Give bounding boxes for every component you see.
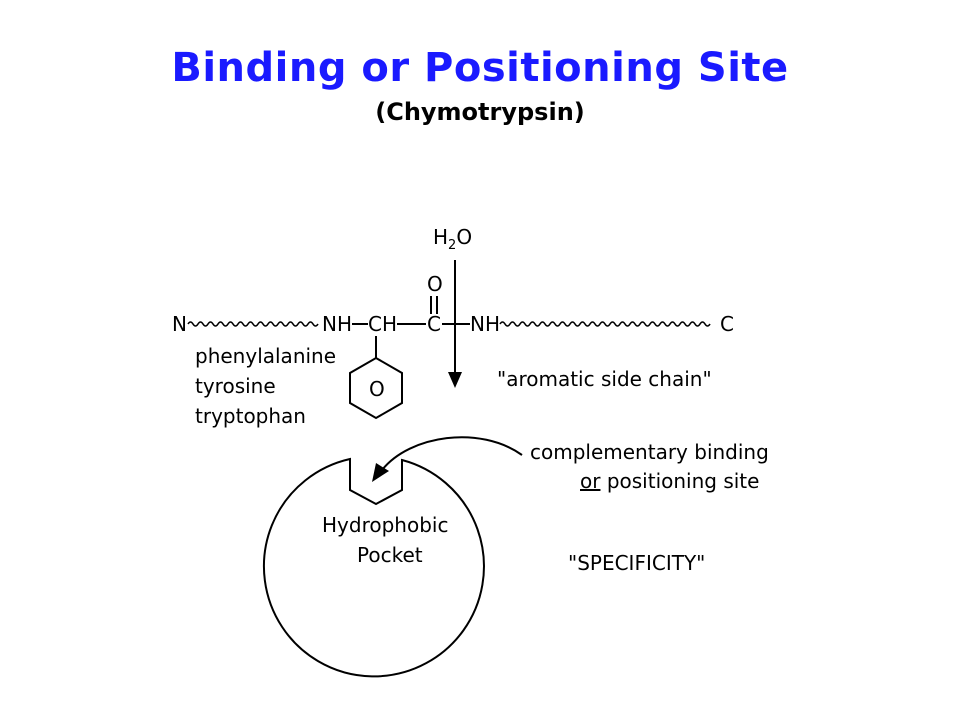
benzene-ring-icon <box>349 336 403 420</box>
wavy-chain-left-icon <box>187 321 319 327</box>
ring-center-label: O <box>369 377 385 401</box>
carbonyl-carbon-label: C <box>427 312 441 336</box>
alpha-ch-label: CH <box>368 312 397 336</box>
water-label-h: H <box>433 225 448 249</box>
double-bond-icon <box>430 296 438 314</box>
wavy-chain-right-icon <box>499 321 711 327</box>
pocket-label-line2: Pocket <box>357 543 423 567</box>
nh-left-label: NH <box>322 312 352 336</box>
water-arrow-icon <box>448 260 462 388</box>
binding-site-label-line2: or positioning site <box>580 469 759 493</box>
c-terminus-label: C <box>720 312 734 336</box>
slide-subtitle: (Chymotrypsin) <box>375 98 585 126</box>
binding-site-label-line1: complementary binding <box>530 440 769 464</box>
slide-title: Binding or Positioning Site <box>171 45 789 91</box>
carbonyl-oxygen-label: O <box>427 272 443 296</box>
title-block: Binding or Positioning Site (Chymotrypsi… <box>0 44 960 128</box>
residue-tryptophan: tryptophan <box>195 404 306 428</box>
nh-right-label: NH <box>470 312 500 336</box>
binding-site-or: or <box>580 469 601 493</box>
residue-tyrosine: tyrosine <box>195 374 276 398</box>
enzyme-pocket-icon <box>262 457 485 678</box>
n-terminus-label: N <box>172 312 187 336</box>
water-label-subscript: 2 <box>448 238 456 253</box>
aromatic-side-chain-label: "aromatic side chain" <box>497 367 712 391</box>
curved-arrow-icon <box>372 436 523 482</box>
pocket-label-line1: Hydrophobic <box>322 513 448 537</box>
water-label-o: O <box>456 225 472 249</box>
binding-site-rest: positioning site <box>600 469 759 493</box>
water-label: H2O <box>433 225 472 253</box>
residue-phenylalanine: phenylalanine <box>195 344 336 368</box>
specificity-label: "SPECIFICITY" <box>568 551 705 575</box>
